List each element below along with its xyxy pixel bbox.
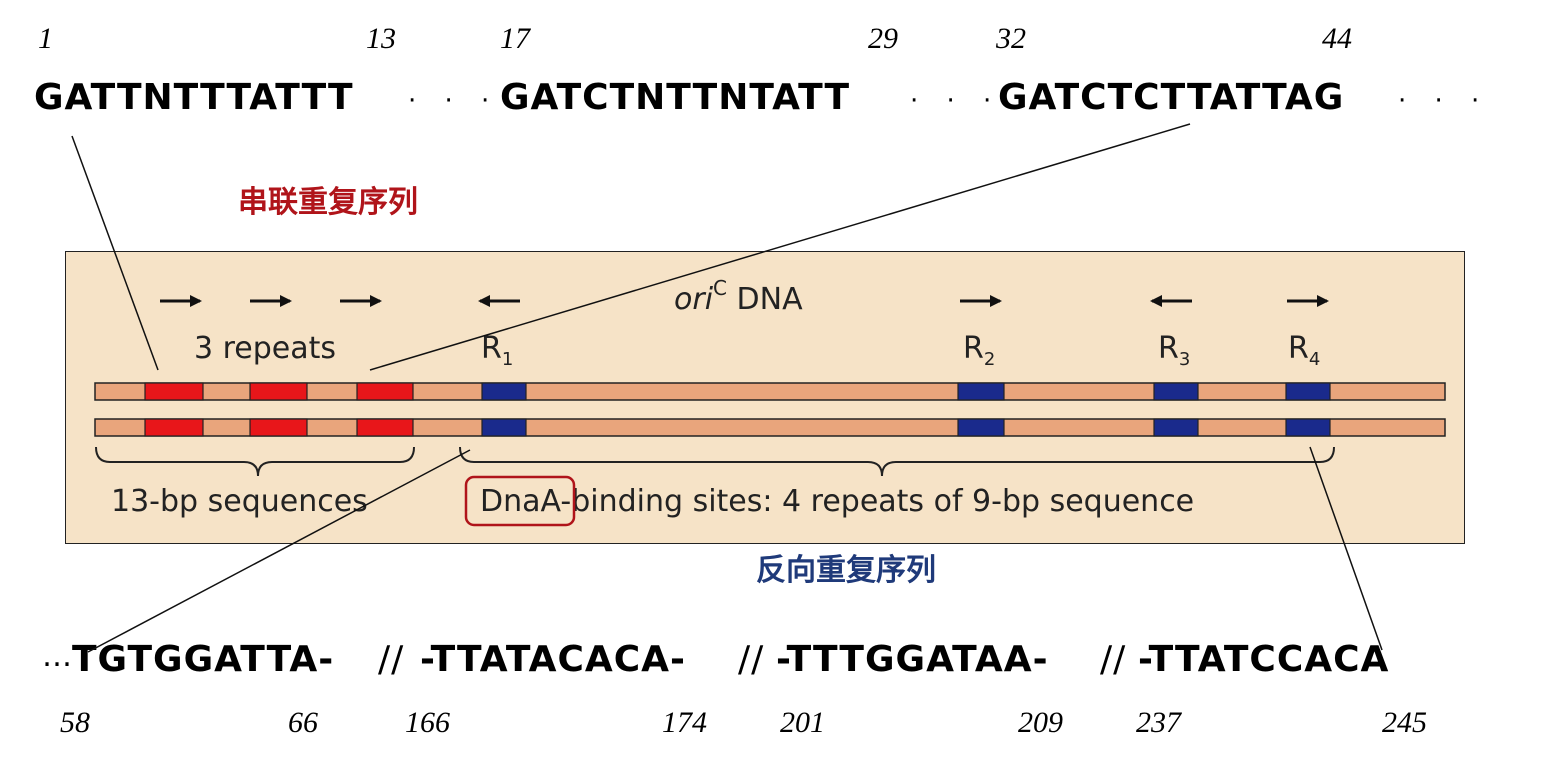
top-strand-13bp-repeat-1 <box>144 382 204 401</box>
seq-number-66: 66 <box>288 706 318 739</box>
ellipsis-3: · · · <box>1398 86 1490 116</box>
brace-13bp-sequences <box>95 446 415 477</box>
top-strand-dnaa-site-2 <box>957 382 1005 401</box>
direction-arrow-head-3 <box>370 295 382 307</box>
brace-dnaa-binding-sites <box>459 446 1335 477</box>
bottom-strand-13bp-repeat-2 <box>249 418 308 437</box>
seq-number-32: 32 <box>996 22 1026 55</box>
separator-1: // <box>378 639 405 680</box>
bottom-strand-dnaa-site-3 <box>1153 418 1199 437</box>
seq-number-174: 174 <box>662 706 707 739</box>
ori-text: ori <box>674 282 714 317</box>
separator-3: // <box>1100 639 1127 680</box>
seq-number-201: 201 <box>780 706 825 739</box>
direction-arrow-head-6 <box>1150 295 1162 307</box>
inverted-sequence-2: -TTATACACA- <box>420 639 686 680</box>
direction-arrow-head-1 <box>190 295 202 307</box>
r1-label: R1 <box>481 331 514 370</box>
oric-dna-title: oriC DNA <box>674 278 803 315</box>
connector-bottom-left <box>87 449 471 653</box>
bottom-strand-13bp-repeat-1 <box>144 418 204 437</box>
dnaa-text: DnaA <box>480 484 561 519</box>
tandem-sequence-3: GATCTCTTATTAG <box>998 77 1345 118</box>
inverted-repeats-label: 反向重复序列 <box>756 553 936 588</box>
top-strand-dnaa-site-3 <box>1153 382 1199 401</box>
top-strand-dnaa-site-1 <box>481 382 527 401</box>
seq-number-245: 245 <box>1382 706 1427 739</box>
top-strand-13bp-repeat-2 <box>249 382 308 401</box>
inverted-lead-ellipsis: … <box>42 639 73 674</box>
ori-superscript: C <box>713 276 727 300</box>
dnaa-highlight-box <box>464 475 576 527</box>
connector-top-left <box>71 135 159 371</box>
top-strand-dnaa-site-4 <box>1285 382 1331 401</box>
direction-arrow-head-2 <box>280 295 292 307</box>
seq-number-58: 58 <box>60 706 90 739</box>
seq-number-13: 13 <box>366 22 396 55</box>
binding-sites-text: -binding sites: 4 repeats of 9-bp sequen… <box>560 484 1195 519</box>
13bp-sequences-label: 13-bp sequences <box>111 484 368 519</box>
top-strand <box>94 382 1446 401</box>
bottom-strand-dnaa-site-4 <box>1285 418 1331 437</box>
top-strand-13bp-repeat-3 <box>356 382 414 401</box>
connector-bottom-right <box>1309 446 1383 651</box>
dna-text: DNA <box>727 282 803 317</box>
tandem-sequence-1: GATTNTTTATTT <box>34 77 354 118</box>
tandem-repeats-label: 串联重复序列 <box>238 185 418 220</box>
seq-number-17: 17 <box>500 22 530 55</box>
seq-number-29: 29 <box>868 22 898 55</box>
bottom-strand <box>94 418 1446 437</box>
inverted-sequence-4: -TTATCCACA <box>1138 639 1390 680</box>
dnaa-binding-label: DnaA-binding sites: 4 repeats of 9-bp se… <box>480 487 1194 517</box>
three-repeats-label: 3 repeats <box>194 331 337 366</box>
seq-number-237: 237 <box>1136 706 1181 739</box>
seq-number-166: 166 <box>405 706 450 739</box>
r4-label: R4 <box>1288 331 1321 370</box>
direction-arrow-head-7 <box>1317 295 1329 307</box>
inverted-sequence-1: TGTGGATTA- <box>72 639 335 680</box>
r3-label: R3 <box>1158 331 1191 370</box>
direction-arrow-head-4 <box>478 295 490 307</box>
bottom-strand-dnaa-site-1 <box>481 418 527 437</box>
direction-arrow-head-5 <box>990 295 1002 307</box>
seq-number-44: 44 <box>1322 22 1352 55</box>
bottom-strand-13bp-repeat-3 <box>356 418 414 437</box>
tandem-sequence-2: GATCTNTTNTATT <box>500 77 851 118</box>
ellipsis-1: · · · <box>408 86 500 116</box>
inverted-sequence-3: -TTTGGATAA- <box>776 639 1049 680</box>
seq-number-209: 209 <box>1018 706 1063 739</box>
ellipsis-2: · · · <box>910 86 1002 116</box>
bottom-strand-dnaa-site-2 <box>957 418 1005 437</box>
seq-number-1: 1 <box>38 22 53 55</box>
r2-label: R2 <box>963 331 996 370</box>
connector-top-right <box>369 123 1191 371</box>
separator-2: // <box>738 639 765 680</box>
